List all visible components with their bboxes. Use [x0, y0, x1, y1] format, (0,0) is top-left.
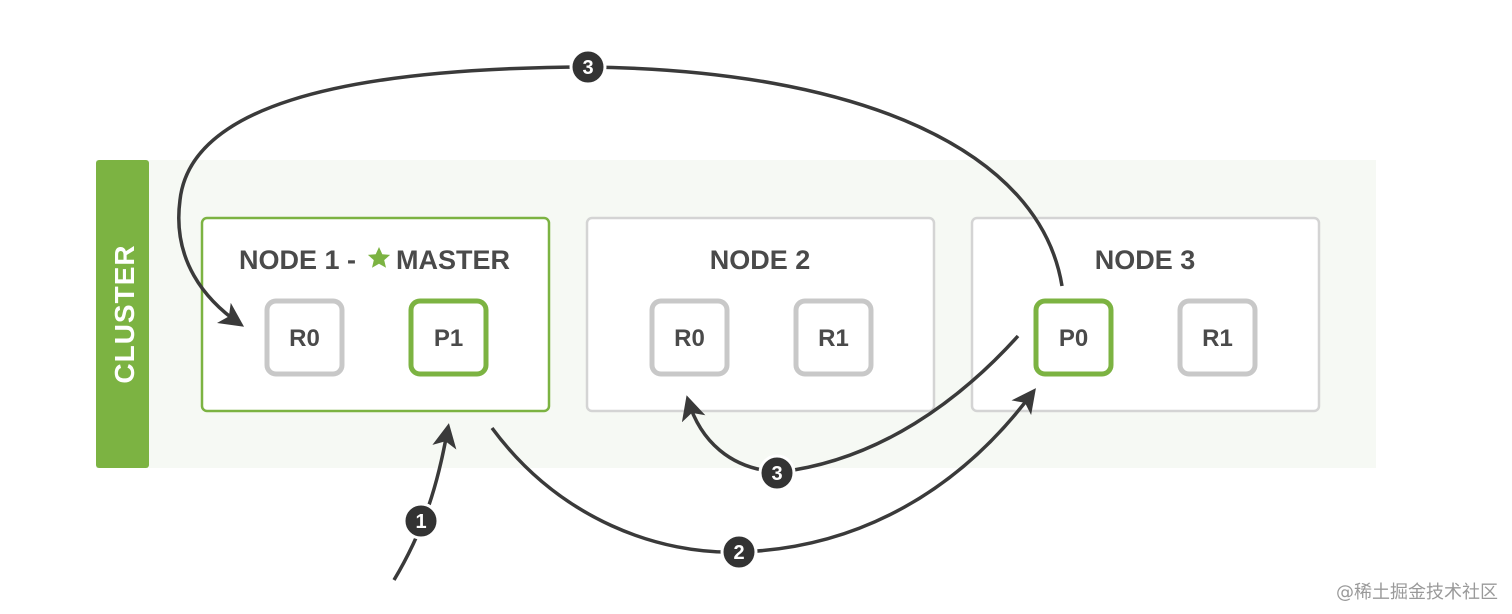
node-3-shard-p0: [1033, 298, 1114, 377]
step-badge-3-bottom: 3: [758, 454, 796, 492]
node-1-master-label: MASTER: [396, 245, 510, 275]
node-2-shard-r0-label: R0: [674, 325, 705, 352]
step-badge-3-top-label: 3: [582, 57, 593, 79]
node-1-shard-r0-label: R0: [289, 325, 320, 352]
step-badge-3-top: 3: [569, 48, 607, 86]
arrow-step-3-bottom: [681, 334, 1020, 474]
node-3-shard-r1: [1177, 298, 1258, 377]
step-badge-2-label: 2: [733, 542, 744, 564]
master-star-icon: [367, 247, 391, 268]
watermark: @稀土掘金技术社区: [1336, 582, 1498, 603]
cluster-label: CLUSTER: [109, 244, 140, 383]
node-2-title: NODE 2: [710, 245, 811, 275]
node-1-title: NODE 1 -: [239, 245, 356, 275]
node-3: NODE 3 P0 R1: [970, 216, 1321, 413]
node-3-title: NODE 3: [1095, 245, 1196, 275]
node-2-shard-r0: [649, 298, 730, 377]
node-3-shard-r1-label: R1: [1202, 325, 1233, 352]
step-badge-2: 2: [720, 533, 758, 571]
node-2: NODE 2 R0 R1: [585, 216, 936, 413]
step-badge-1-label: 1: [415, 511, 426, 533]
node-1-shard-p1-label: P1: [434, 325, 463, 352]
arrow-step-1: [392, 423, 457, 581]
node-1: NODE 1 - MASTER R0 P1: [200, 216, 551, 413]
node-1-shard-p1: [408, 298, 489, 377]
node-1-title-text: NODE 1 -: [239, 245, 356, 275]
node-1-shard-r0: [264, 298, 345, 377]
node-2-shard-r1: [793, 298, 874, 377]
node-2-shard-r1-label: R1: [818, 325, 849, 352]
arrow-step-3-top: [177, 65, 1064, 327]
node-3-shard-p0-label: P0: [1059, 325, 1088, 352]
cluster-label-band: [96, 160, 149, 468]
step-badge-3-bottom-label: 3: [771, 463, 782, 485]
step-badge-1: 1: [402, 502, 440, 540]
